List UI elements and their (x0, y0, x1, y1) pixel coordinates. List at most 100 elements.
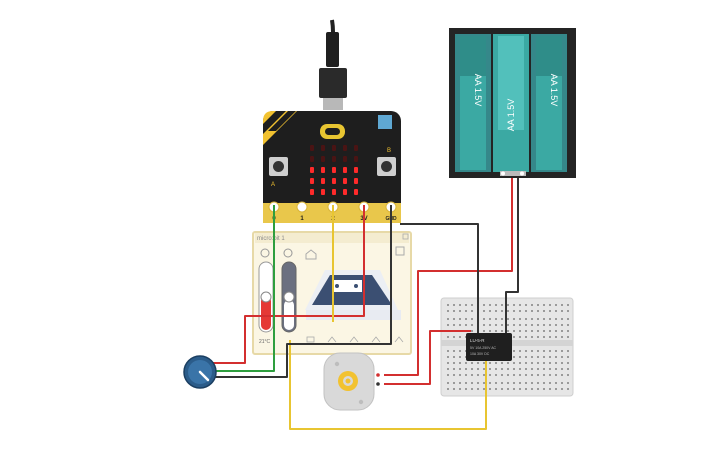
wire-battery-minus-relay[interactable] (505, 178, 519, 335)
breadboard-hole[interactable] (471, 382, 473, 384)
breadboard-hole[interactable] (519, 350, 521, 352)
breadboard-hole[interactable] (543, 336, 545, 338)
breadboard-hole[interactable] (477, 368, 479, 370)
breadboard-hole[interactable] (459, 382, 461, 384)
breadboard-hole[interactable] (567, 310, 569, 312)
breadboard-hole[interactable] (555, 374, 557, 376)
breadboard-hole[interactable] (531, 310, 533, 312)
breadboard-hole[interactable] (555, 356, 557, 358)
breadboard-hole[interactable] (561, 336, 563, 338)
breadboard-hole[interactable] (483, 382, 485, 384)
breadboard-hole[interactable] (519, 356, 521, 358)
breadboard-hole[interactable] (501, 324, 503, 326)
breadboard-hole[interactable] (489, 330, 491, 332)
motor-terminal-1[interactable] (376, 373, 380, 377)
breadboard-hole[interactable] (501, 330, 503, 332)
breadboard-hole[interactable] (513, 324, 515, 326)
breadboard-hole[interactable] (453, 368, 455, 370)
breadboard-hole[interactable] (483, 374, 485, 376)
breadboard-hole[interactable] (513, 304, 515, 306)
breadboard-hole[interactable] (453, 388, 455, 390)
breadboard-hole[interactable] (465, 368, 467, 370)
breadboard-hole[interactable] (471, 318, 473, 320)
wire-gnd-potentiometer[interactable] (212, 205, 392, 378)
breadboard-hole[interactable] (519, 362, 521, 364)
breadboard-hole[interactable] (561, 382, 563, 384)
breadboard-hole[interactable] (471, 362, 473, 364)
breadboard-hole[interactable] (501, 362, 503, 364)
breadboard-hole[interactable] (519, 336, 521, 338)
breadboard-hole[interactable] (453, 382, 455, 384)
breadboard-hole[interactable] (561, 362, 563, 364)
breadboard-hole[interactable] (513, 382, 515, 384)
breadboard-hole[interactable] (549, 368, 551, 370)
breadboard-hole[interactable] (537, 350, 539, 352)
breadboard-hole[interactable] (567, 368, 569, 370)
breadboard-hole[interactable] (477, 382, 479, 384)
breadboard-hole[interactable] (501, 304, 503, 306)
breadboard-hole[interactable] (501, 374, 503, 376)
breadboard-hole[interactable] (447, 310, 449, 312)
breadboard-hole[interactable] (495, 374, 497, 376)
breadboard-hole[interactable] (465, 382, 467, 384)
panel-close-icon[interactable] (402, 233, 409, 240)
breadboard-hole[interactable] (531, 304, 533, 306)
breadboard-hole[interactable] (531, 388, 533, 390)
pin-pad-1[interactable] (296, 201, 308, 213)
breadboard-hole[interactable] (531, 330, 533, 332)
breadboard-hole[interactable] (447, 336, 449, 338)
breadboard-hole[interactable] (507, 362, 509, 364)
breadboard-hole[interactable] (555, 318, 557, 320)
breadboard-hole[interactable] (489, 324, 491, 326)
breadboard-hole[interactable] (543, 304, 545, 306)
usb-cable[interactable] (319, 19, 347, 110)
breadboard-hole[interactable] (531, 374, 533, 376)
breadboard-hole[interactable] (459, 304, 461, 306)
breadboard-hole[interactable] (507, 330, 509, 332)
breadboard-hole[interactable] (465, 310, 467, 312)
breadboard-hole[interactable] (567, 356, 569, 358)
breadboard-hole[interactable] (459, 324, 461, 326)
breadboard-hole[interactable] (531, 356, 533, 358)
breadboard-hole[interactable] (537, 310, 539, 312)
breadboard-hole[interactable] (561, 304, 563, 306)
breadboard-hole[interactable] (513, 388, 515, 390)
breadboard-hole[interactable] (519, 330, 521, 332)
breadboard-hole[interactable] (543, 356, 545, 358)
breadboard-hole[interactable] (465, 324, 467, 326)
breadboard-hole[interactable] (513, 374, 515, 376)
breadboard-hole[interactable] (537, 304, 539, 306)
breadboard-hole[interactable] (513, 362, 515, 364)
breadboard-hole[interactable] (453, 318, 455, 320)
breadboard-hole[interactable] (561, 330, 563, 332)
breadboard-hole[interactable] (525, 310, 527, 312)
breadboard-hole[interactable] (489, 382, 491, 384)
breadboard-hole[interactable] (531, 382, 533, 384)
breadboard-hole[interactable] (489, 374, 491, 376)
button-b[interactable] (377, 157, 396, 176)
breadboard-hole[interactable] (567, 336, 569, 338)
breadboard-hole[interactable] (477, 388, 479, 390)
breadboard-hole[interactable] (453, 374, 455, 376)
breadboard-hole[interactable] (471, 304, 473, 306)
breadboard-hole[interactable] (513, 330, 515, 332)
breadboard-hole[interactable] (549, 330, 551, 332)
breadboard-hole[interactable] (543, 368, 545, 370)
breadboard-hole[interactable] (537, 388, 539, 390)
battery-pack[interactable]: AA 1.5V AA 1.5V AA 1.5V (449, 28, 576, 178)
breadboard-hole[interactable] (567, 324, 569, 326)
breadboard-hole[interactable] (465, 388, 467, 390)
breadboard-hole[interactable] (459, 362, 461, 364)
breadboard-hole[interactable] (513, 356, 515, 358)
rotate-icon[interactable] (395, 246, 405, 256)
breadboard-hole[interactable] (567, 304, 569, 306)
breadboard-hole[interactable] (555, 330, 557, 332)
breadboard-hole[interactable] (483, 318, 485, 320)
breadboard-hole[interactable] (489, 388, 491, 390)
breadboard-hole[interactable] (453, 362, 455, 364)
breadboard-hole[interactable] (507, 374, 509, 376)
breadboard-hole[interactable] (543, 382, 545, 384)
breadboard-hole[interactable] (483, 368, 485, 370)
breadboard-hole[interactable] (537, 324, 539, 326)
breadboard-hole[interactable] (471, 330, 473, 332)
